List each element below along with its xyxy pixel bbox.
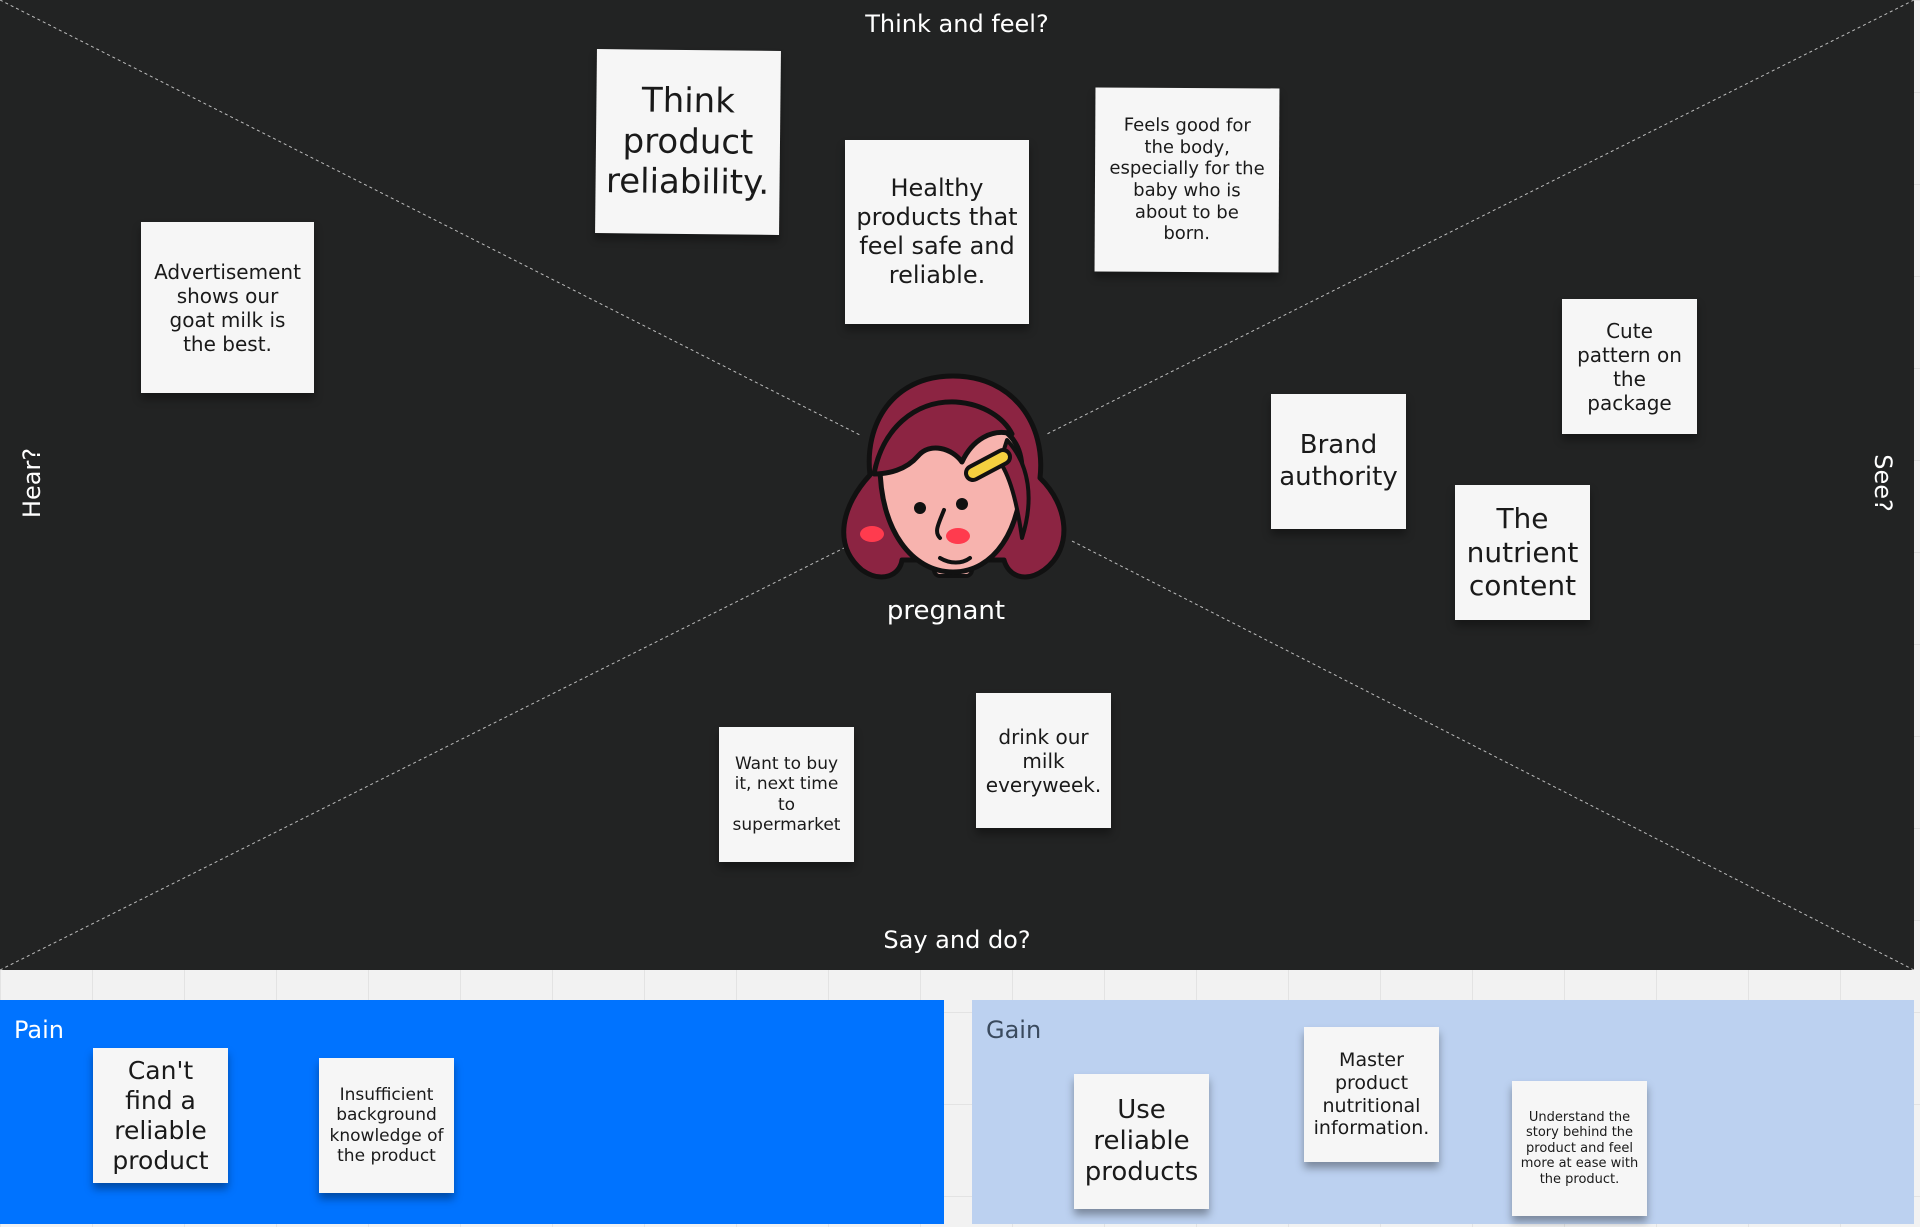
sticky-note-text: Healthy products that feel safe and reli… — [856, 174, 1018, 289]
sticky-note-healthy-products[interactable]: Healthy products that feel safe and reli… — [845, 140, 1029, 324]
sticky-note-text: Can't find a reliable product — [112, 1055, 209, 1175]
gain-panel: Gain Use reliable products Master produc… — [972, 1000, 1914, 1224]
sticky-note-text: Brand authority — [1279, 430, 1398, 492]
hear-label: Hear? — [18, 447, 46, 519]
pain-title: Pain — [14, 1016, 64, 1044]
sticky-note-master-nutrition[interactable]: Master product nutritional information. — [1304, 1027, 1439, 1162]
sticky-note-text: Think product reliability. — [605, 80, 770, 204]
see-label: See? — [1869, 454, 1897, 512]
sticky-note-understand-story[interactable]: Understand the story behind the product … — [1512, 1081, 1647, 1216]
sticky-note-think-reliability[interactable]: Think product reliability. — [595, 49, 781, 235]
sticky-note-advertisement[interactable]: Advertisement shows our goat milk is the… — [141, 222, 314, 393]
think-and-feel-label: Think and feel? — [865, 10, 1049, 38]
sticky-note-brand-authority[interactable]: Brand authority — [1271, 394, 1406, 529]
sticky-note-insufficient-knowledge[interactable]: Insufficient background knowledge of the… — [319, 1058, 454, 1193]
sticky-note-nutrient-content[interactable]: The nutrient content — [1455, 485, 1590, 620]
pain-panel: Pain Can't find a reliable product Insuf… — [0, 1000, 944, 1224]
sticky-note-cant-find-product[interactable]: Can't find a reliable product — [93, 1048, 228, 1183]
empathy-map: Think and feel? Say and do? Hear? See? T… — [0, 0, 1914, 970]
sticky-note-text: Master product nutritional information. — [1313, 1048, 1430, 1140]
sticky-note-want-to-buy[interactable]: Want to buy it, next time to supermarket — [719, 727, 854, 862]
say-and-do-label: Say and do? — [883, 926, 1031, 954]
sticky-note-text: Cute pattern on the package — [1577, 318, 1682, 415]
persona-label: pregnant — [886, 596, 1006, 626]
sticky-note-feels-good[interactable]: Feels good for the body, especially for … — [1094, 87, 1280, 273]
sticky-note-drink-milk[interactable]: drink our milk everyweek. — [976, 693, 1111, 828]
sticky-note-cute-pattern[interactable]: Cute pattern on the package — [1562, 299, 1697, 434]
woman-face-icon — [841, 373, 1067, 580]
quadrant-diagonals — [0, 0, 1914, 970]
sticky-note-text: The nutrient content — [1466, 502, 1579, 603]
sticky-note-text: Insufficient background knowledge of the… — [329, 1084, 444, 1166]
sticky-note-use-reliable[interactable]: Use reliable products — [1074, 1074, 1209, 1209]
sticky-note-text: Want to buy it, next time to supermarket — [732, 753, 841, 835]
sticky-note-text: drink our milk everyweek. — [985, 724, 1102, 797]
sticky-note-text: Use reliable products — [1084, 1094, 1199, 1188]
sticky-note-text: Advertisement shows our goat milk is the… — [154, 259, 301, 356]
sticky-note-text: Understand the story behind the product … — [1520, 1109, 1639, 1187]
sticky-note-text: Feels good for the body, especially for … — [1109, 114, 1265, 245]
gain-title: Gain — [986, 1016, 1042, 1044]
